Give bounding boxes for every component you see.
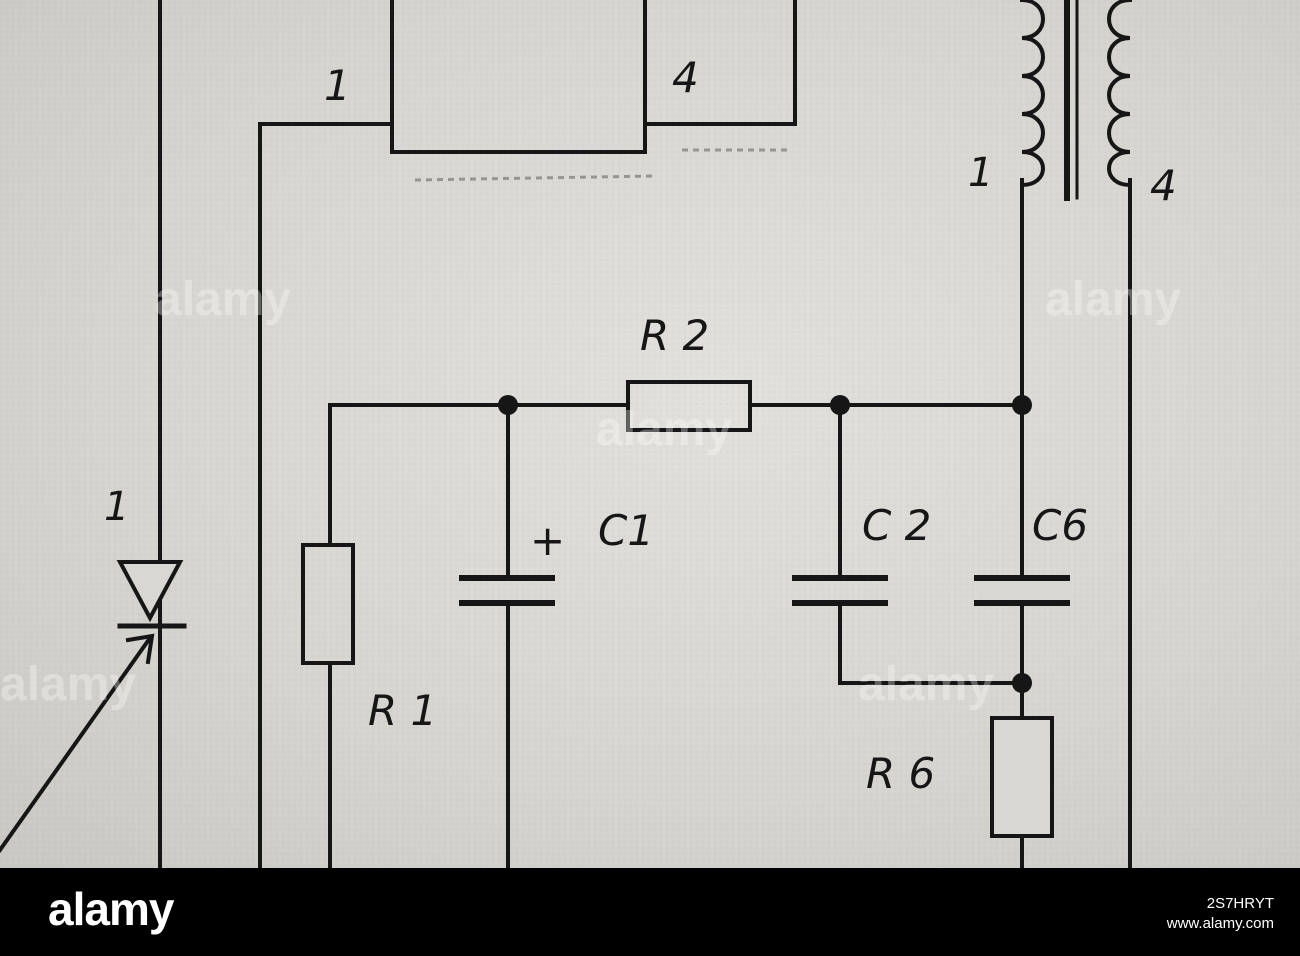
junction-c6 (1012, 395, 1032, 415)
watermark: alamy (1045, 273, 1181, 326)
junction-c2 (830, 395, 850, 415)
label-c1: C1 (598, 506, 654, 555)
circuit-schematic: 1 4 1 4 1 R 2 + C1 C 2 C6 R 1 R 6 alamy … (0, 0, 1300, 868)
wire-c2-bottom (838, 601, 1024, 685)
label-c1-polarity: + (530, 516, 565, 565)
image-credit: 2S7HRYT www.alamy.com (1167, 894, 1274, 934)
print-smudge (414, 174, 656, 182)
relay-pin1-label: 1 (324, 61, 351, 110)
watermark: alamy (0, 658, 136, 711)
thyristor-arrowhead (125, 633, 155, 665)
transformer-secondary-coil (1107, 0, 1133, 188)
image-id: 2S7HRYT (1206, 895, 1274, 912)
watermark: alamy (596, 403, 732, 456)
alamy-logo: alamy (48, 883, 174, 935)
label-c6: C6 (1032, 501, 1088, 550)
thyristor-gate-arrow (0, 635, 153, 853)
paper-texture (0, 0, 1300, 868)
watermark-footer: alamy 2S7HRYT www.alamy.com (0, 868, 1300, 956)
junction-r6 (1012, 673, 1032, 693)
thyristor-symbol (116, 560, 184, 623)
transformer-pin1-label: 1 (968, 150, 993, 196)
junction-c1 (498, 395, 518, 415)
label-r6: R 6 (866, 749, 935, 798)
label-c2: C 2 (862, 501, 931, 550)
watermark: alamy (155, 273, 291, 326)
label-r2: R 2 (640, 311, 709, 360)
transformer-pin4-label: 4 (1150, 161, 1177, 210)
thyristor-pin-label: 1 (104, 484, 129, 530)
label-r1: R 1 (368, 686, 437, 735)
transformer-primary-coil (1019, 0, 1045, 188)
wire-relay-pin4 (643, 0, 797, 126)
relay-block (390, 0, 647, 154)
resistor-r6 (990, 716, 1054, 838)
relay-pin4-label: 4 (672, 53, 699, 102)
site-url: www.alamy.com (1166, 915, 1274, 932)
watermark: alamy (858, 658, 994, 711)
